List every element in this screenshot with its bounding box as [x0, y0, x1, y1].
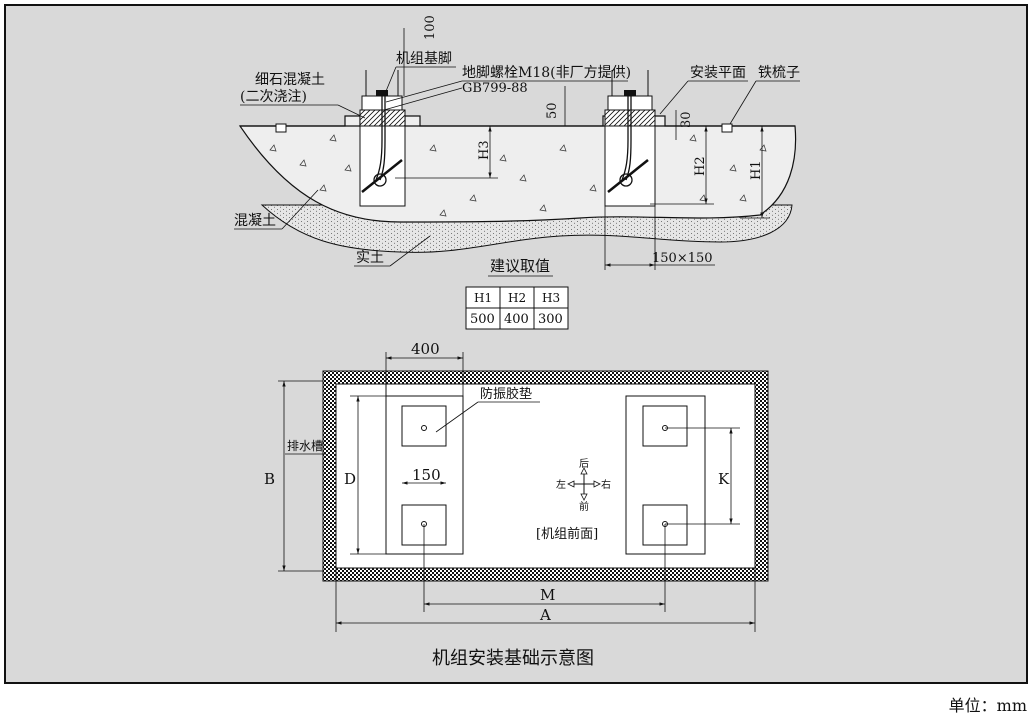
dim-b: B — [264, 470, 275, 488]
label-standard: GB799-88 — [462, 81, 528, 96]
label-fine-concrete: 细石混凝土 — [255, 72, 325, 88]
unit-label: 单位：mm — [948, 696, 1027, 715]
aggregate-marks — [269, 134, 767, 217]
dim-m: M — [540, 586, 555, 604]
pad-right-back — [642, 405, 688, 447]
table-header-h1: H1 — [474, 291, 492, 305]
label-front-face: [机组前面] — [536, 526, 598, 542]
dim-d: D — [344, 470, 356, 488]
label-secondary-pour: (二次浇注) — [240, 89, 307, 105]
dim-k: K — [718, 470, 730, 488]
plan-view: 400 150 防振胶垫 D B 排水槽 K — [264, 340, 769, 632]
secondary-pour-right — [604, 109, 656, 127]
dim-50: 50 — [545, 102, 560, 119]
orientation-compass: 后 前 左 右 — [556, 458, 611, 513]
label-iron-comb: 铁梳子 — [758, 65, 800, 81]
label-anchor-bolt: 地脚螺栓M18(非厂方提供) — [462, 65, 631, 81]
table-header-h2: H2 — [508, 291, 526, 305]
dim-400: 400 — [411, 340, 440, 358]
label-unit-base: 机组基脚 — [396, 50, 452, 67]
dim-150: 150 — [412, 466, 441, 484]
dim-100: 100 — [423, 15, 438, 40]
dim-h1: H1 — [749, 160, 764, 180]
label-soil: 实土 — [356, 250, 384, 266]
table-value-h1: 500 — [470, 312, 495, 327]
dim-pit: 150×150 — [652, 251, 713, 266]
concrete-body — [238, 115, 797, 223]
label-install-plane: 安装平面 — [690, 65, 746, 81]
drawing-caption: 机组安装基础示意图 — [432, 648, 594, 669]
iron-comb-left — [275, 123, 287, 133]
label-drain: 排水槽 — [287, 439, 323, 453]
right-base-strip — [625, 395, 706, 555]
iron-comb-right — [721, 123, 733, 133]
dim-a: A — [539, 606, 551, 624]
anchor-bolt-right — [607, 96, 649, 193]
section-view: 100 50 30 H3 H2 H1 150×150 机组基脚 地脚螺栓M18(… — [234, 15, 800, 270]
compass-right: 右 — [601, 478, 611, 491]
dim-30: 30 — [679, 111, 694, 128]
compass-back: 后 — [579, 458, 589, 470]
table-value-h3: 300 — [538, 312, 563, 327]
pad-left-back — [401, 405, 447, 447]
dim-h3: H3 — [477, 140, 492, 160]
label-pad: 防振胶垫 — [480, 386, 532, 402]
table-header-h3: H3 — [542, 291, 560, 305]
compass-left: 左 — [556, 478, 566, 491]
recommend-table: 建议取值 H1 H2 H3 500 400 300 — [465, 257, 569, 330]
anchor-bolt-left — [361, 96, 403, 193]
compass-front: 前 — [579, 500, 589, 513]
unit-base-right — [607, 70, 653, 111]
dim-h2: H2 — [693, 156, 708, 176]
recommend-title: 建议取值 — [490, 257, 550, 275]
label-concrete: 混凝土 — [234, 213, 276, 229]
table-value-h2: 400 — [504, 312, 529, 327]
